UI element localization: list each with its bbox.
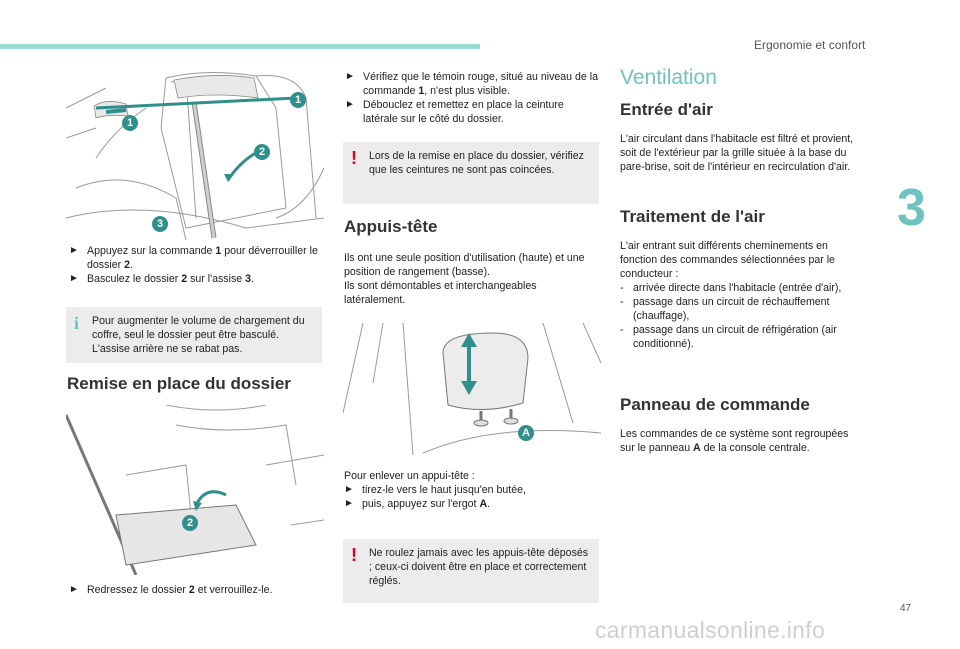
arrow-bullet-icon: ► [69,584,79,595]
heading-panneau-commande: Panneau de commande [620,395,810,414]
warning-icon: ! [351,148,357,168]
callout-2: 2 [254,144,270,160]
watermark: carmanualsonline.info [595,617,826,643]
seat-raise-drawing [64,404,325,576]
arrow-bullet-icon: ► [345,99,355,110]
info-icon: i [74,313,80,333]
page-number: 47 [900,603,912,614]
col1-instructions: ► Appuyez sur la commande 1 pour déverro… [69,244,321,286]
section-title: Ergonomie et confort [754,38,866,52]
entree-air-text: L'air circulant dans l'habitacle est fil… [620,133,854,173]
list-item: -arrivée directe dans l'habitacle (entré… [620,282,842,294]
ventilation-title: Ventilation [620,66,717,89]
panneau-commande-text: Les commandes de ce système sont regroup… [620,428,849,454]
traitement-air-text: L'air entrant suit différents cheminemen… [620,239,865,351]
seat-fold-drawing [65,71,325,241]
col1-final-step: ► Redressez le dossier 2 et verrouillez-… [69,583,321,597]
header-accent-bar [0,44,480,49]
callout-1-left: 1 [122,115,138,131]
list-item: ► Redressez le dossier 2 et verrouillez-… [69,584,273,596]
warning-icon: ! [351,545,357,565]
heading-entree-air: Entrée d'air [620,100,713,119]
list-item: ► Appuyez sur la commande 1 pour déverro… [69,245,318,271]
list-item: ► Débouclez et remettez en place la cein… [345,99,564,125]
arrow-bullet-icon: ► [69,245,79,256]
heading-appuis-tete: Appuis-tête [344,217,438,236]
callout-3: 3 [152,216,168,232]
list-item: -passage dans un circuit de réchauffemen… [620,296,830,322]
col2-headrest-description: Ils ont une seule position d'utilisation… [344,252,585,306]
list-item: ► Basculez le dossier 2 sur l'assise 3. [69,273,254,285]
arrow-bullet-icon: ► [69,273,79,284]
arrow-bullet-icon: ► [345,71,355,82]
chapter-number: 3 [897,179,926,237]
headrest-illustration: A [342,322,602,456]
arrow-bullet-icon: ► [344,498,354,509]
col2-checks: ► Vérifiez que le témoin rouge, situé au… [345,70,600,126]
callout-2-return: 2 [182,515,198,531]
col2-remove-instructions: Pour enlever un appui-tête : ► tirez-le … [344,469,600,511]
headrest-drawing [342,322,602,456]
rear-seat-illustration: 1 1 2 3 [65,68,325,241]
heading-remise-en-place: Remise en place du dossier [67,374,291,393]
callout-A: A [518,425,534,441]
list-item: -passage dans un circuit de réfrigératio… [620,324,837,350]
list-item: ► puis, appuyez sur l'ergot A. [344,498,491,510]
heading-traitement-air: Traitement de l'air [620,207,765,226]
warning-note-headrests: ! Ne roulez jamais avec les appuis-tête … [343,539,599,603]
warning-note-belts: ! Lors de la remise en place du dossier,… [343,142,599,204]
list-item: ► tirez-le vers le haut jusqu'en butée, [344,484,526,496]
list-item: ► Vérifiez que le témoin rouge, situé au… [345,71,598,97]
seat-return-illustration: 2 [64,404,325,576]
callout-1-right: 1 [290,92,306,108]
arrow-bullet-icon: ► [344,484,354,495]
info-note: i Pour augmenter le volume de chargement… [66,307,322,363]
